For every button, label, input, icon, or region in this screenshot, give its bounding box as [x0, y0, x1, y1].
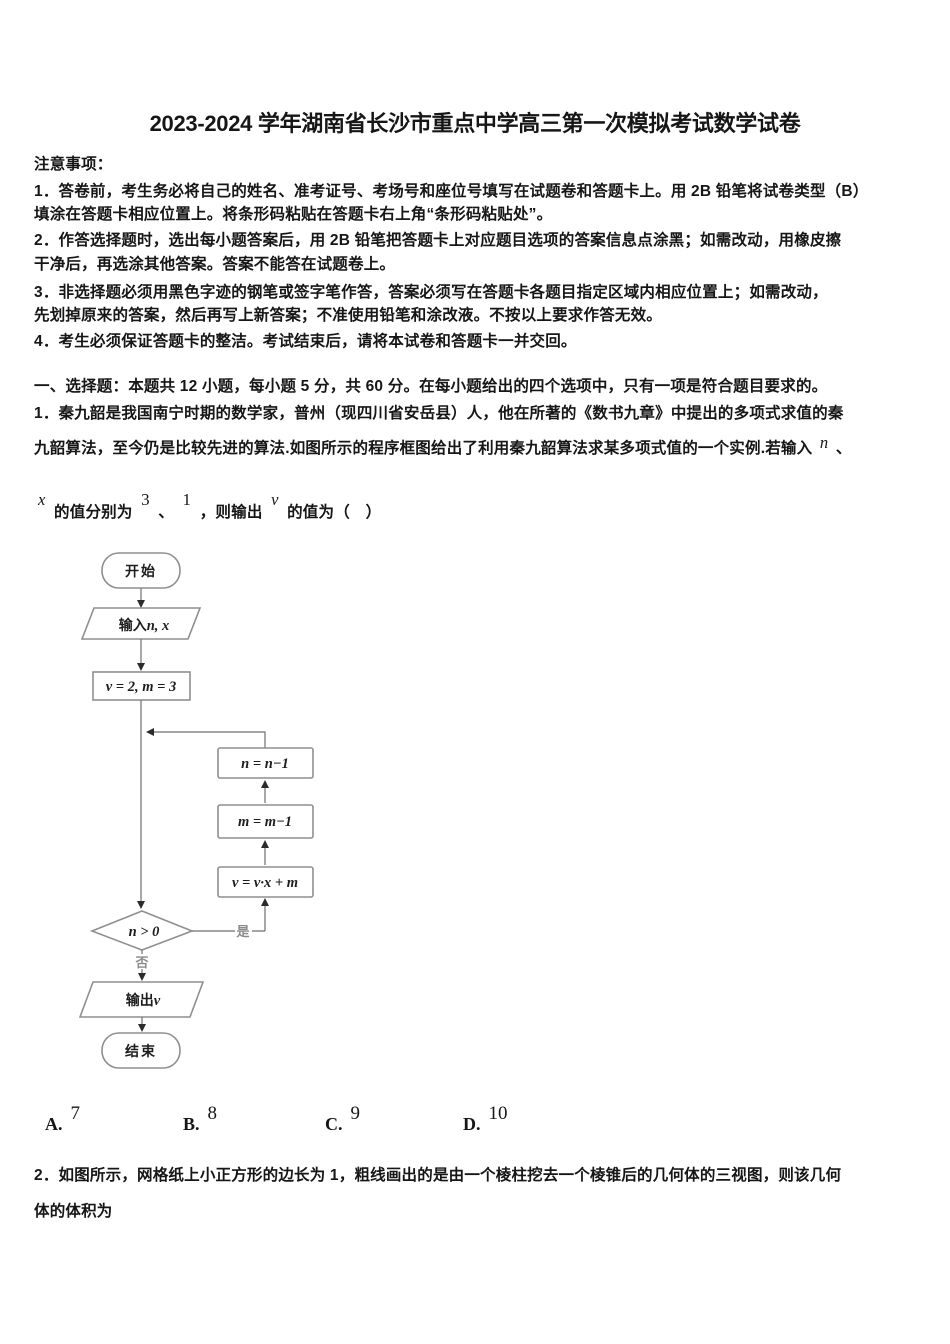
- option-a-label: A.: [45, 1114, 63, 1134]
- flow-input-label-cjk: 输入: [119, 617, 147, 633]
- notice-heading: 注意事项：: [34, 156, 113, 173]
- arrow-down-icon: [137, 600, 145, 608]
- flow-m-shape: [217, 804, 314, 839]
- flow-output-label-cjk: 输出: [126, 992, 154, 1008]
- option-d: D. 10: [463, 1103, 508, 1136]
- arrow-up-icon: [261, 840, 269, 848]
- option-c: C. 9: [325, 1103, 360, 1136]
- arrow-down-icon: [138, 1024, 146, 1032]
- flow-init-label: v = 2, m = 3: [106, 679, 177, 695]
- flow-output-shape: [78, 981, 205, 1018]
- flow-v-shape: [217, 866, 314, 898]
- option-d-value: 10: [488, 1103, 508, 1124]
- flow-n-shape: [217, 747, 314, 779]
- arrow-down-icon: [138, 973, 146, 981]
- math-var-n: n: [819, 433, 829, 452]
- flow-v-label: v = v·x + m: [232, 875, 298, 891]
- question-1-line-3-t2: 、: [158, 504, 174, 521]
- flow-n-label: n = n−1: [241, 756, 289, 772]
- question-1-line-2: 九韶算法，至今仍是比较先进的算法.如图所示的程序框图给出了利用秦九韶算法求某多项…: [34, 433, 852, 458]
- flow-end-label: 结束: [125, 1043, 157, 1059]
- option-b-value: 8: [207, 1103, 218, 1124]
- arrow-down-icon: [137, 663, 145, 671]
- question-1-line-3-t3: ，则输出: [199, 504, 263, 521]
- notice-line-3a: 3．非选择题必须用黑色字迹的钢笔或签字笔作答，答案必须写在答题卡各题目指定区域内…: [34, 284, 828, 301]
- arrow-up-icon: [261, 898, 269, 906]
- flow-input-vars: n, x: [147, 618, 170, 634]
- notice-line-2b: 干净后，再选涂其他答案。答案不能答在试题卷上。: [34, 256, 396, 273]
- question-1-line-1: 1．秦九韶是我国南宁时期的数学家，普州（现四川省安岳县）人，他在所著的《数书九章…: [34, 405, 844, 422]
- question-1-line-3-t4: 的值为（ ）: [287, 504, 382, 521]
- flow-output-label: 输出v: [126, 992, 161, 1009]
- option-a-value: 7: [70, 1103, 81, 1124]
- option-c-value: 9: [350, 1103, 361, 1124]
- flow-init-shape: [92, 671, 191, 701]
- notice-line-1a: 1．答卷前，考生务必将自己的姓名、准考证号、考场号和座位号填写在试题卷和答题卡上…: [34, 183, 869, 200]
- option-d-label: D.: [463, 1114, 481, 1134]
- section-heading: 一、选择题：本题共 12 小题，每小题 5 分，共 60 分。在每小题给出的四个…: [34, 378, 828, 395]
- flow-decision-label: n > 0: [129, 924, 160, 940]
- arrow-up-icon: [261, 780, 269, 788]
- math-val-1: 1: [182, 490, 192, 509]
- notice-line-4: 4．考生必须保证答题卡的整洁。考试结束后，请将本试卷和答题卡一并交回。: [34, 333, 577, 350]
- arrow-left-icon: [146, 728, 154, 736]
- option-b: B. 8: [183, 1103, 217, 1136]
- flowchart: 开始 输入n, x v = 2, m = 3 n = n−1 m = m−1 v…: [78, 552, 314, 1069]
- question-2-line-1: 2．如图所示，网格纸上小正方形的边长为 1，粗线画出的是由一个棱柱挖去一个棱锥后…: [34, 1167, 842, 1184]
- flow-yes-label: 是: [235, 924, 250, 939]
- math-var-x: x: [38, 490, 46, 509]
- question-2-line-2: 体的体积为: [34, 1203, 113, 1220]
- option-b-label: B.: [183, 1114, 200, 1134]
- flow-output-var: v: [154, 993, 161, 1009]
- page-title: 2023-2024 学年湖南省长沙市重点中学高三第一次模拟考试数学试卷: [149, 111, 801, 136]
- flow-no-label: 否: [134, 955, 148, 970]
- flow-start-label: 开始: [125, 563, 157, 579]
- notice-line-1b: 填涂在答题卡相应位置上。将条形码粘贴在答题卡右上角“条形码粘贴处”。: [34, 206, 553, 223]
- arrow-down-icon: [137, 901, 145, 909]
- option-a: A. 7: [45, 1103, 80, 1136]
- math-var-v: v: [271, 490, 279, 509]
- question-1-line-3-t1: 的值分别为: [54, 504, 133, 521]
- question-1-line-3: x 的值分别为 3 、 1 ，则输出 v 的值为（ ）: [34, 490, 382, 522]
- option-c-label: C.: [325, 1114, 343, 1134]
- flow-end-shape: [101, 1032, 181, 1069]
- flow-input-shape: [80, 607, 202, 640]
- flow-m-label: m = m−1: [238, 814, 292, 830]
- flow-input-label: 输入n, x: [119, 617, 170, 634]
- question-1-line-2-text: 九韶算法，至今仍是比较先进的算法.如图所示的程序框图给出了利用秦九韶算法求某多项…: [34, 440, 813, 457]
- question-1-line-2-tail: 、: [835, 440, 852, 457]
- notice-line-3b: 先划掉原来的答案，然后再写上新答案；不准使用铅笔和涂改液。不按以上要求作答无效。: [34, 307, 663, 324]
- notice-line-2a: 2．作答选择题时，选出每小题答案后，用 2B 铅笔把答题卡上对应题目选项的答案信…: [34, 232, 842, 249]
- math-val-3: 3: [141, 490, 150, 509]
